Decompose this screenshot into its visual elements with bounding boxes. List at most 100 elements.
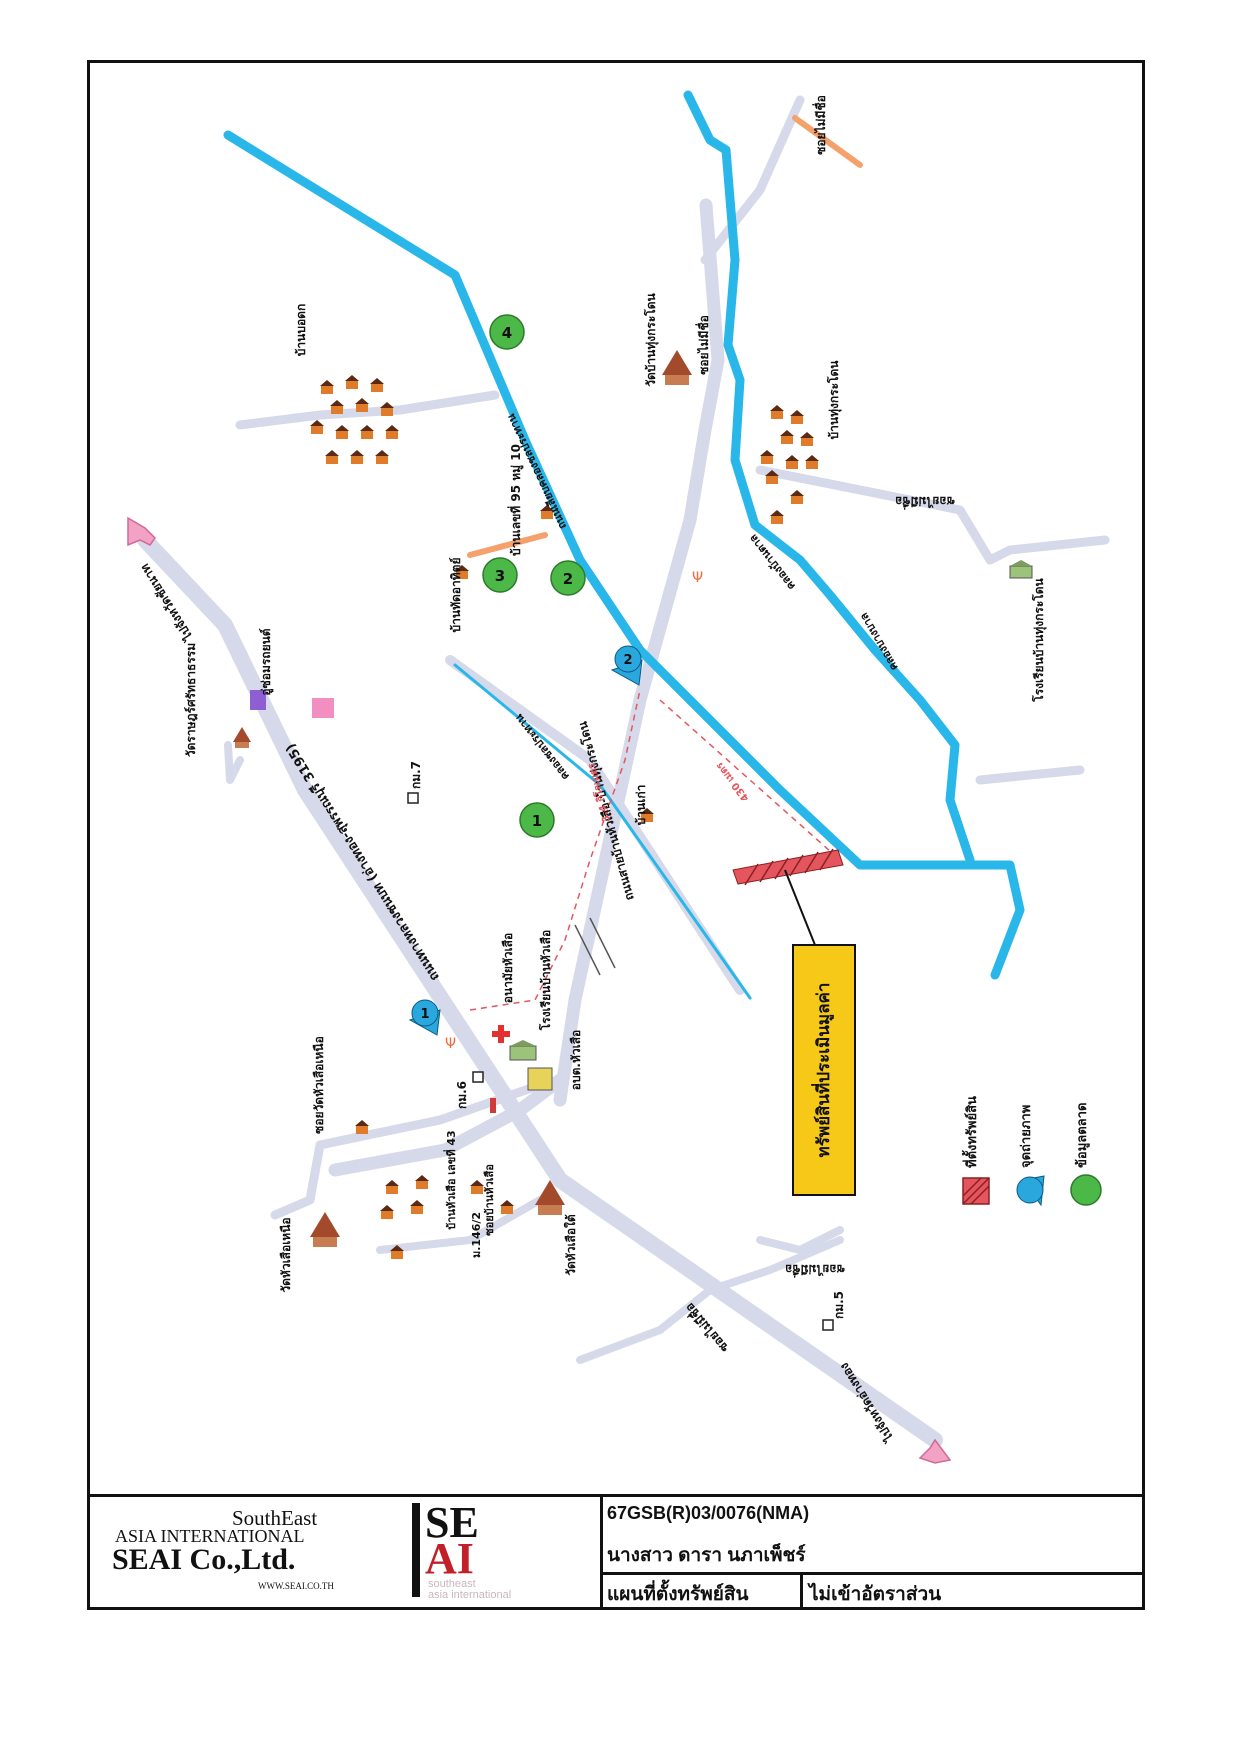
school-hua-label: โรงเรียนบ้านหัวเสือ: [538, 930, 553, 1031]
waterways: [223, 90, 1025, 1000]
no146-label: ม.146/2: [470, 1212, 483, 1258]
car-shop-label: อู่ซ่อมรถยนต์: [259, 628, 274, 695]
house-icon: [790, 490, 804, 504]
ban-kokham-label: บ้านทัดอาทิตย์: [449, 558, 463, 633]
private-lanes: [467, 115, 863, 558]
soi-wat-north-road: [270, 1080, 545, 1220]
km5-label: กม.5: [832, 1291, 846, 1319]
subject-callout-box: [792, 944, 856, 1196]
hospital-icon: [492, 1025, 510, 1043]
soi-wat-north-label: ซอยวัดหัวเสือเหนือ: [312, 1036, 326, 1134]
ban-thung-label: บ้านทุ่งกระโดน: [826, 360, 842, 440]
landmarks: Ψ Ψ: [233, 350, 1033, 1331]
house-icon: [760, 450, 774, 464]
wat-khao-road: [224, 741, 244, 784]
wat-khao-label: วัดราษฎร์ศรัทธาธรรม: [184, 643, 198, 757]
school-icon: [1009, 560, 1033, 579]
soi-bottom: [576, 1236, 844, 1364]
svg-text:2: 2: [623, 653, 632, 668]
scale-note: ไม่เข้าอัตราส่วน: [809, 1584, 942, 1605]
company-line1: SouthEast: [232, 1506, 318, 1530]
house-icon: [640, 808, 654, 822]
temple-icon: [535, 1180, 565, 1215]
subject-property: ทรัพย์สินที่ประเมินมูลค่า: [732, 848, 856, 1196]
distance-lines: [469, 689, 841, 1011]
subject-parcel: [732, 849, 844, 885]
irrigation-canal: [453, 663, 752, 1000]
house-icon: [360, 425, 374, 439]
office-building-icon: [527, 1067, 553, 1091]
house-icon: [770, 405, 784, 419]
house-icon: [390, 1245, 404, 1259]
logo-sub2: asia international: [428, 1589, 512, 1601]
house-icon: [765, 470, 779, 484]
house-icon: [350, 450, 364, 464]
svg-text:1: 1: [532, 812, 542, 830]
logo-se: SE: [425, 1498, 479, 1547]
fuel-station-icon: [490, 1098, 496, 1113]
wat-south-label: วัดหัวเสือใต้: [563, 1214, 578, 1276]
shop-icon: [312, 698, 334, 718]
map-labels: ถนนทางหลวงชนบท (อ่างทอง-สุพรรณบุรี 3195)…: [137, 95, 1047, 1446]
wat-south-road: [376, 1196, 544, 1254]
photo-point-2-icon: 2: [610, 645, 643, 686]
svg-text:2: 2: [563, 570, 573, 588]
house-cluster-group: [310, 375, 819, 1259]
house-icon: [805, 455, 819, 469]
school-thung-label: โรงเรียนบ้านทุ่งกระโดน: [1031, 577, 1047, 702]
house-icon: [355, 398, 369, 412]
health-label: อนามัยหัวเสือ: [501, 933, 515, 1003]
photo-points: 1 2: [408, 645, 643, 1036]
road-east: [975, 765, 1085, 785]
house-icon: [415, 1175, 429, 1189]
house-icon: [375, 450, 389, 464]
km6-label: กม.6: [455, 1081, 469, 1109]
km-marker-icon: [407, 792, 834, 1331]
logo-sub1: southeast: [428, 1578, 476, 1590]
temple-icon: [233, 727, 251, 748]
market-point-3: 3: [482, 557, 518, 593]
location-map: ทรัพย์สินที่ประเมินมูลค่า 1 2 3 4 1 2: [127, 90, 1110, 1464]
job-number: 67GSB(R)03/0076(NMA): [607, 1503, 810, 1523]
junction-road: [328, 1073, 567, 1177]
wat-north-label: วัดหัวเสือเหนือ: [279, 1217, 293, 1292]
soi-nameless-right: [755, 465, 1110, 565]
legend: ที่ตั้งทรัพย์สิน จุดถ่ายภาพ ข้อมูลตลาด: [961, 1096, 1102, 1207]
logo-bar: [412, 1503, 420, 1597]
ban-nong-label: บ้านหัวเสือ เลขที่ 43: [443, 1130, 458, 1229]
road-ne: [700, 95, 805, 265]
svg-text:จุดถ่ายภาพ: จุดถ่ายภาพ: [1019, 1105, 1034, 1168]
flag-icon: Ψ Ψ: [445, 570, 703, 1052]
svg-text:1: 1: [420, 1007, 429, 1022]
photo-point-1-icon: 1: [408, 999, 441, 1036]
obt-label: อบต.หัวเสือ: [569, 1030, 583, 1090]
house-icon: [385, 1180, 399, 1194]
car-shop-icon: [250, 690, 266, 710]
ban-bongkok-label: บ้านบอดก: [294, 304, 308, 356]
highway-road: [137, 532, 943, 1448]
house-icon: [790, 410, 804, 424]
school-icon: [509, 1040, 537, 1061]
svg-text:Ψ: Ψ: [445, 1036, 456, 1052]
market-point-4: 4: [489, 314, 525, 350]
river-east: [683, 90, 975, 865]
wat-thung-label: วัดบ้านทุ่งกระโดน: [643, 292, 659, 386]
market-points: 1 2 3 4: [482, 314, 586, 838]
house-icon: [310, 420, 324, 434]
house-icon: [330, 400, 344, 414]
legend-location: ที่ตั้งทรัพย์สิน: [961, 1096, 990, 1205]
ban-bongkok-road: [235, 390, 500, 430]
house-icon: [410, 1200, 424, 1214]
direction-arrows: [127, 516, 952, 1464]
house-icon: [370, 378, 384, 392]
svg-text:ข้อมูลตลาด: ข้อมูลตลาด: [1074, 1103, 1090, 1168]
house-icon: [355, 1120, 369, 1134]
house-icon: [385, 425, 399, 439]
subject-callout-label: ทรัพย์สินที่ประเมินมูลค่า: [811, 983, 835, 1158]
house-icon: [380, 1205, 394, 1219]
arrow-to-chainat-icon: [127, 516, 156, 547]
house-icon: [770, 510, 784, 524]
km7-label: กม.7: [409, 761, 423, 789]
house-icon: [785, 455, 799, 469]
house-icon: [455, 565, 469, 579]
